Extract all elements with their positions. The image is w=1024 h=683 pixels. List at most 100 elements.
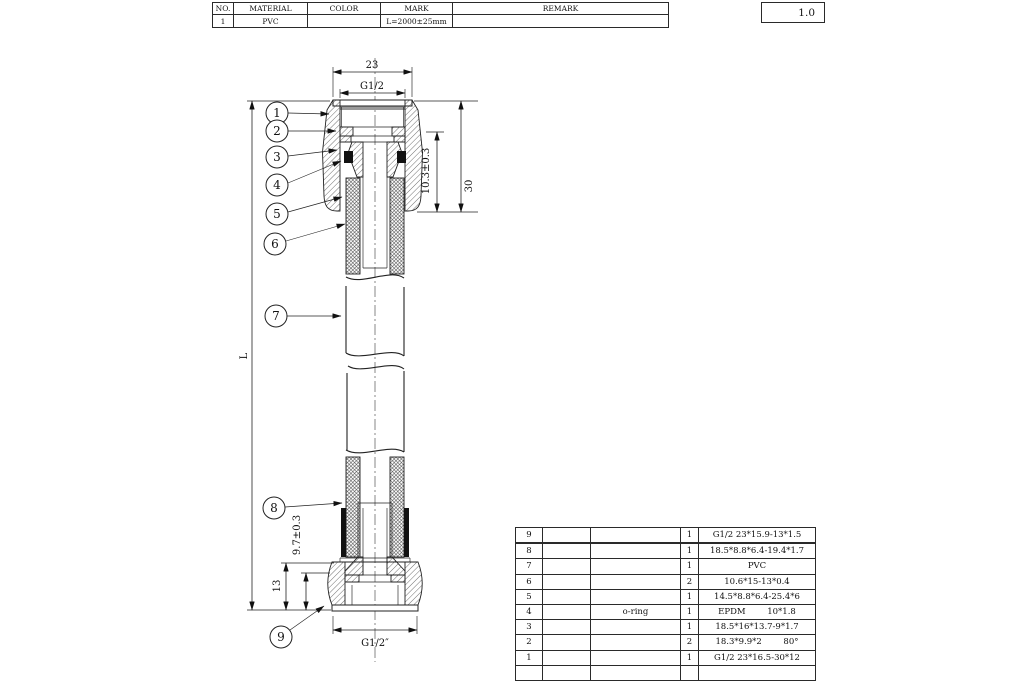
dim-label: 9.7±0.3	[292, 515, 303, 555]
bottom-fitting	[327, 502, 423, 612]
callout-7: 7	[264, 304, 342, 328]
cell-name	[590, 527, 681, 545]
dimension-top-width: 23	[332, 60, 413, 97]
cell-no: 6	[515, 573, 543, 590]
title-block-table: NO. MATERIAL COLOR MARK REMARK 1 PVC L=2…	[212, 2, 669, 28]
cell-no: 1	[515, 649, 543, 666]
cell-qty: 1	[680, 603, 699, 621]
version-label: 1.0	[798, 7, 815, 19]
cell-material	[542, 634, 591, 651]
title-block: NO. MATERIAL COLOR MARK REMARK 1 PVC L=2…	[212, 2, 669, 28]
cell-color	[307, 14, 381, 28]
parts-row: 3 1 18.5*16*13.7-9*1.7	[515, 619, 816, 636]
parts-row: 2 2 18.3*9.9*2 80°	[515, 634, 816, 651]
callout-4: 4	[265, 160, 342, 197]
parts-list: 9 1 G1/2 23*15.9-13*1.5 8 1 18.5*8.8*6.4…	[515, 527, 816, 681]
cell-spec: 18.3*9.9*2 80°	[698, 634, 816, 651]
callout-2: 2	[265, 119, 337, 143]
cell-material	[542, 573, 591, 590]
o-ring-section	[344, 151, 353, 163]
cell-no	[515, 664, 543, 681]
cell-name	[590, 573, 681, 590]
cell-no: 1	[212, 14, 234, 28]
cell-spec: 10.6*15-13*0.4	[698, 573, 816, 590]
cell-name	[590, 588, 681, 605]
cell-name	[590, 619, 681, 636]
cell-name	[590, 558, 681, 575]
cell-qty: 1	[680, 558, 699, 575]
callout-number: 7	[272, 309, 280, 323]
callout-number: 9	[277, 630, 285, 644]
title-data-row: 1 PVC L=2000±25mm	[212, 14, 669, 28]
cell-material	[542, 542, 591, 560]
cell-spec: 18.5*16*13.7-9*1.7	[698, 619, 816, 636]
cell-qty	[680, 664, 699, 681]
cell-spec	[698, 664, 816, 681]
cell-spec: G1/2 23*16.5-30*12	[698, 649, 816, 666]
cell-material	[542, 603, 591, 621]
cell-remark	[452, 14, 669, 28]
callout-5: 5	[265, 196, 343, 226]
mesh-sleeve-bottom	[345, 456, 361, 558]
parts-row: 5 1 14.5*8.8*6.4-25.4*6	[515, 588, 816, 605]
callout-number: 5	[273, 207, 281, 221]
col-header-color: COLOR	[307, 2, 381, 15]
parts-row-empty	[515, 664, 816, 681]
col-header-material: MATERIAL	[233, 2, 308, 15]
cell-qty: 2	[680, 573, 699, 590]
callout-1: 1	[265, 101, 330, 125]
callout-8: 8	[262, 496, 343, 520]
cell-qty: 1	[680, 649, 699, 666]
cell-qty: 1	[680, 619, 699, 636]
dim-label: 30	[464, 180, 475, 193]
dimension-bottom-height: 13	[272, 562, 334, 611]
cell-no: 5	[515, 588, 543, 605]
cell-material	[542, 619, 591, 636]
cell-spec: G1/2 23*15.9-13*1.5	[698, 527, 816, 545]
parts-row: 6 2 10.6*15-13*0.4	[515, 573, 816, 590]
cell-material	[542, 558, 591, 575]
dim-label: 10.3±0.3	[421, 148, 432, 195]
dimension-top-thread: G1/2	[339, 81, 406, 98]
dim-label: G1/2″	[361, 638, 389, 649]
bottom-nut-left-wall	[327, 561, 346, 606]
col-header-mark: MARK	[380, 2, 453, 15]
cell-material	[542, 527, 591, 545]
cell-name	[590, 664, 681, 681]
cell-no: 2	[515, 634, 543, 651]
cell-name: o-ring	[590, 603, 681, 621]
parts-row: 8 1 18.5*8.8*6.4-19.4*1.7	[515, 542, 816, 560]
cell-no: 8	[515, 542, 543, 560]
cell-spec: PVC	[698, 558, 816, 575]
cell-name	[590, 634, 681, 651]
parts-row: 4 o-ring 1 EPDM 10*1.8	[515, 603, 816, 621]
cell-no: 4	[515, 603, 543, 621]
col-header-no: NO.	[212, 2, 234, 15]
top-nut-left-wall	[322, 99, 341, 212]
top-fitting	[322, 99, 423, 269]
callout-9: 9	[269, 605, 325, 649]
cell-no: 7	[515, 558, 543, 575]
dimension-bottom-depth: 9.7±0.3	[292, 515, 309, 611]
cell-material	[542, 649, 591, 666]
insert-bell	[344, 556, 364, 576]
cell-spec: 18.5*8.8*6.4-19.4*1.7	[698, 542, 816, 560]
dim-label: 13	[272, 580, 283, 593]
cell-qty: 1	[680, 527, 699, 545]
top-nut-right-wall	[404, 99, 423, 212]
callout-number: 8	[270, 501, 278, 515]
cell-material	[542, 588, 591, 605]
dim-label: L	[239, 352, 250, 359]
cell-name	[590, 649, 681, 666]
dimension-top-depth: 10.3±0.3	[414, 100, 478, 213]
callout-6: 6	[263, 223, 346, 256]
col-header-remark: REMARK	[452, 2, 669, 15]
parts-row: 9 1 G1/2 23*15.9-13*1.5	[515, 527, 816, 545]
cell-qty: 2	[680, 634, 699, 651]
callout-number: 2	[273, 124, 281, 138]
bottom-nut-right-wall	[404, 561, 423, 606]
cell-name	[590, 542, 681, 560]
cell-spec: EPDM 10*1.8	[698, 603, 816, 621]
title-header-row: NO. MATERIAL COLOR MARK REMARK	[212, 2, 669, 15]
